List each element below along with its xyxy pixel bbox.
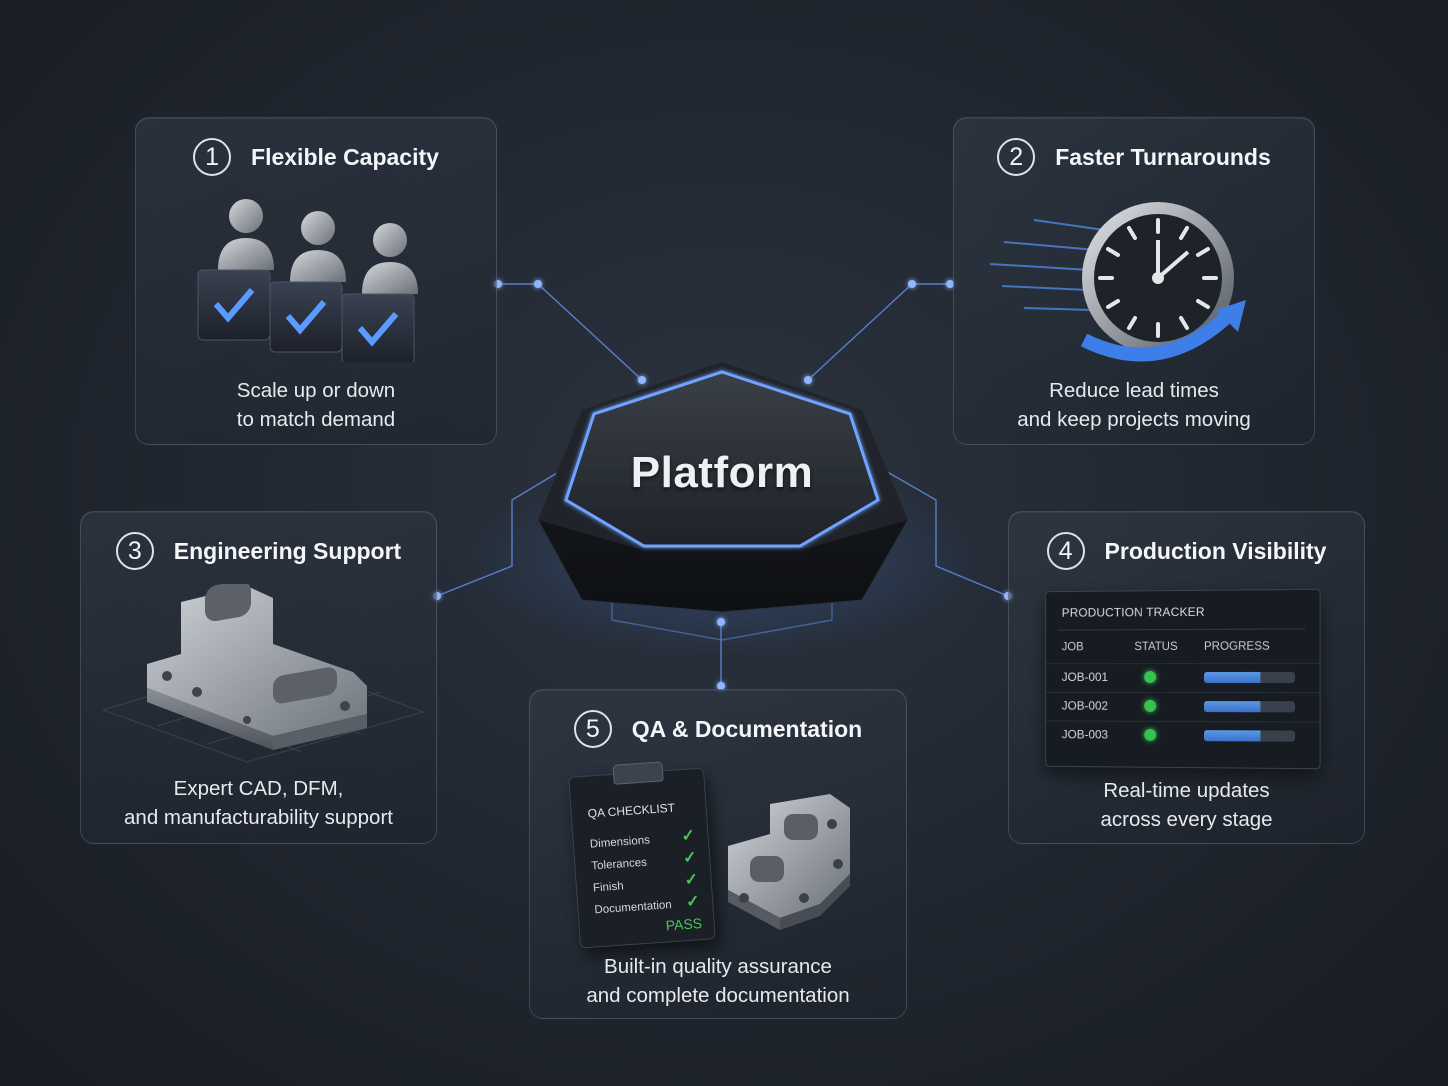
step-number: 2	[997, 138, 1035, 176]
card-title: Engineering Support	[174, 538, 401, 565]
checklist-item: Finish	[593, 880, 624, 894]
card-title: Flexible Capacity	[251, 144, 439, 171]
checklist-item: Dimensions	[590, 834, 651, 850]
machined-part-icon	[720, 794, 860, 934]
status-dot	[1144, 671, 1156, 683]
step-number: 5	[574, 710, 612, 748]
card-title: QA & Documentation	[632, 716, 862, 743]
step-number: 4	[1047, 532, 1085, 570]
card-production-visibility: 4 Production Visibility PRODUCTION TRACK…	[1008, 511, 1365, 844]
team-capacity-icon	[184, 182, 454, 362]
progress-bar	[1204, 701, 1295, 712]
tracker-title: PRODUCTION TRACKER	[1062, 605, 1205, 620]
progress-bar	[1204, 672, 1295, 683]
card-description: Real-time updatesacross every stage	[1009, 776, 1364, 834]
production-tracker-icon: PRODUCTION TRACKER JOB STATUS PROGRESS J…	[1045, 589, 1320, 769]
card-description: Reduce lead timesand keep projects movin…	[954, 376, 1314, 434]
checklist-title: QA CHECKLIST	[587, 801, 675, 821]
platform-label: Platform	[560, 448, 884, 498]
step-number: 1	[193, 138, 231, 176]
tracker-row: JOB-003	[1046, 720, 1319, 749]
check-icon: ✓	[685, 891, 700, 912]
card-title: Faster Turnarounds	[1055, 144, 1271, 171]
progress-bar	[1204, 730, 1295, 742]
status-dot	[1144, 700, 1156, 712]
card-faster-turnarounds: 2 Faster Turnarounds Reduce lead timesan…	[953, 117, 1315, 445]
tracker-header-progress: PROGRESS	[1204, 641, 1270, 653]
card-description: Scale up or downto match demand	[136, 376, 496, 434]
check-icon: ✓	[681, 825, 696, 846]
checklist-item: Documentation	[594, 899, 672, 916]
card-title: Production Visibility	[1105, 538, 1327, 565]
step-number: 3	[116, 532, 154, 570]
machined-part-icon	[97, 584, 427, 764]
clipboard-clip-icon	[612, 761, 663, 784]
card-engineering-support: 3 Engineering Support Expert CAD, DFM,an…	[80, 511, 437, 844]
status-dot	[1144, 729, 1156, 741]
tracker-row: JOB-001	[1046, 663, 1319, 690]
qa-checklist-icon: QA CHECKLIST Dimensions ✓ Tolerances ✓ F…	[568, 767, 716, 948]
card-flexible-capacity: 1 Flexible Capacity Scale up or downto m…	[135, 117, 497, 445]
tracker-header-job: JOB	[1062, 641, 1084, 653]
checklist-result: PASS	[665, 915, 702, 933]
tracker-row: JOB-002	[1046, 692, 1319, 720]
check-icon: ✓	[682, 847, 697, 868]
card-description: Expert CAD, DFM,and manufacturability su…	[81, 774, 436, 832]
tracker-header-status: STATUS	[1134, 641, 1177, 653]
fast-clock-icon	[984, 190, 1264, 370]
card-qa-documentation: 5 QA & Documentation QA CHECKLIST Dimens…	[529, 689, 907, 1019]
card-description: Built-in quality assuranceand complete d…	[530, 952, 906, 1010]
check-icon: ✓	[684, 869, 699, 890]
checklist-item: Tolerances	[591, 857, 647, 873]
